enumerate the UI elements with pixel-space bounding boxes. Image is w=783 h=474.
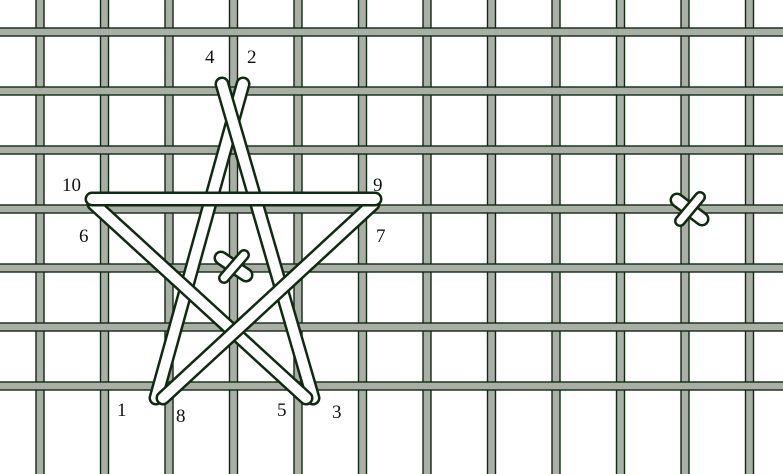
label-1: 1: [117, 400, 127, 421]
mesh-thread-vertical: [230, 0, 238, 474]
single-cross-stitch: [677, 197, 702, 221]
mesh-thread-vertical: [681, 0, 689, 474]
label-4: 4: [205, 47, 215, 68]
label-6: 6: [79, 226, 89, 247]
mesh-thread-vertical: [423, 0, 431, 474]
label-9: 9: [373, 175, 383, 196]
mesh-thread-horizontal: [0, 264, 783, 272]
label-2: 2: [247, 47, 257, 68]
mesh-thread-horizontal: [0, 382, 783, 390]
mesh-thread-vertical: [746, 0, 754, 474]
label-10: 10: [62, 175, 81, 196]
mesh-thread-horizontal: [0, 323, 783, 331]
mesh-thread-vertical: [101, 0, 109, 474]
mesh-thread-vertical: [359, 0, 367, 474]
center-tie-stitch: [221, 255, 246, 278]
mesh-thread-vertical: [552, 0, 560, 474]
mesh-thread-vertical: [488, 0, 496, 474]
label-5: 5: [277, 400, 287, 421]
label-3: 3: [332, 402, 342, 423]
mesh-thread-horizontal: [0, 146, 783, 154]
label-7: 7: [376, 226, 386, 247]
mesh-thread-horizontal: [0, 87, 783, 95]
mesh-thread-horizontal: [0, 28, 783, 36]
label-8: 8: [176, 406, 186, 427]
mesh-thread-vertical: [617, 0, 625, 474]
mesh-thread-vertical: [36, 0, 44, 474]
